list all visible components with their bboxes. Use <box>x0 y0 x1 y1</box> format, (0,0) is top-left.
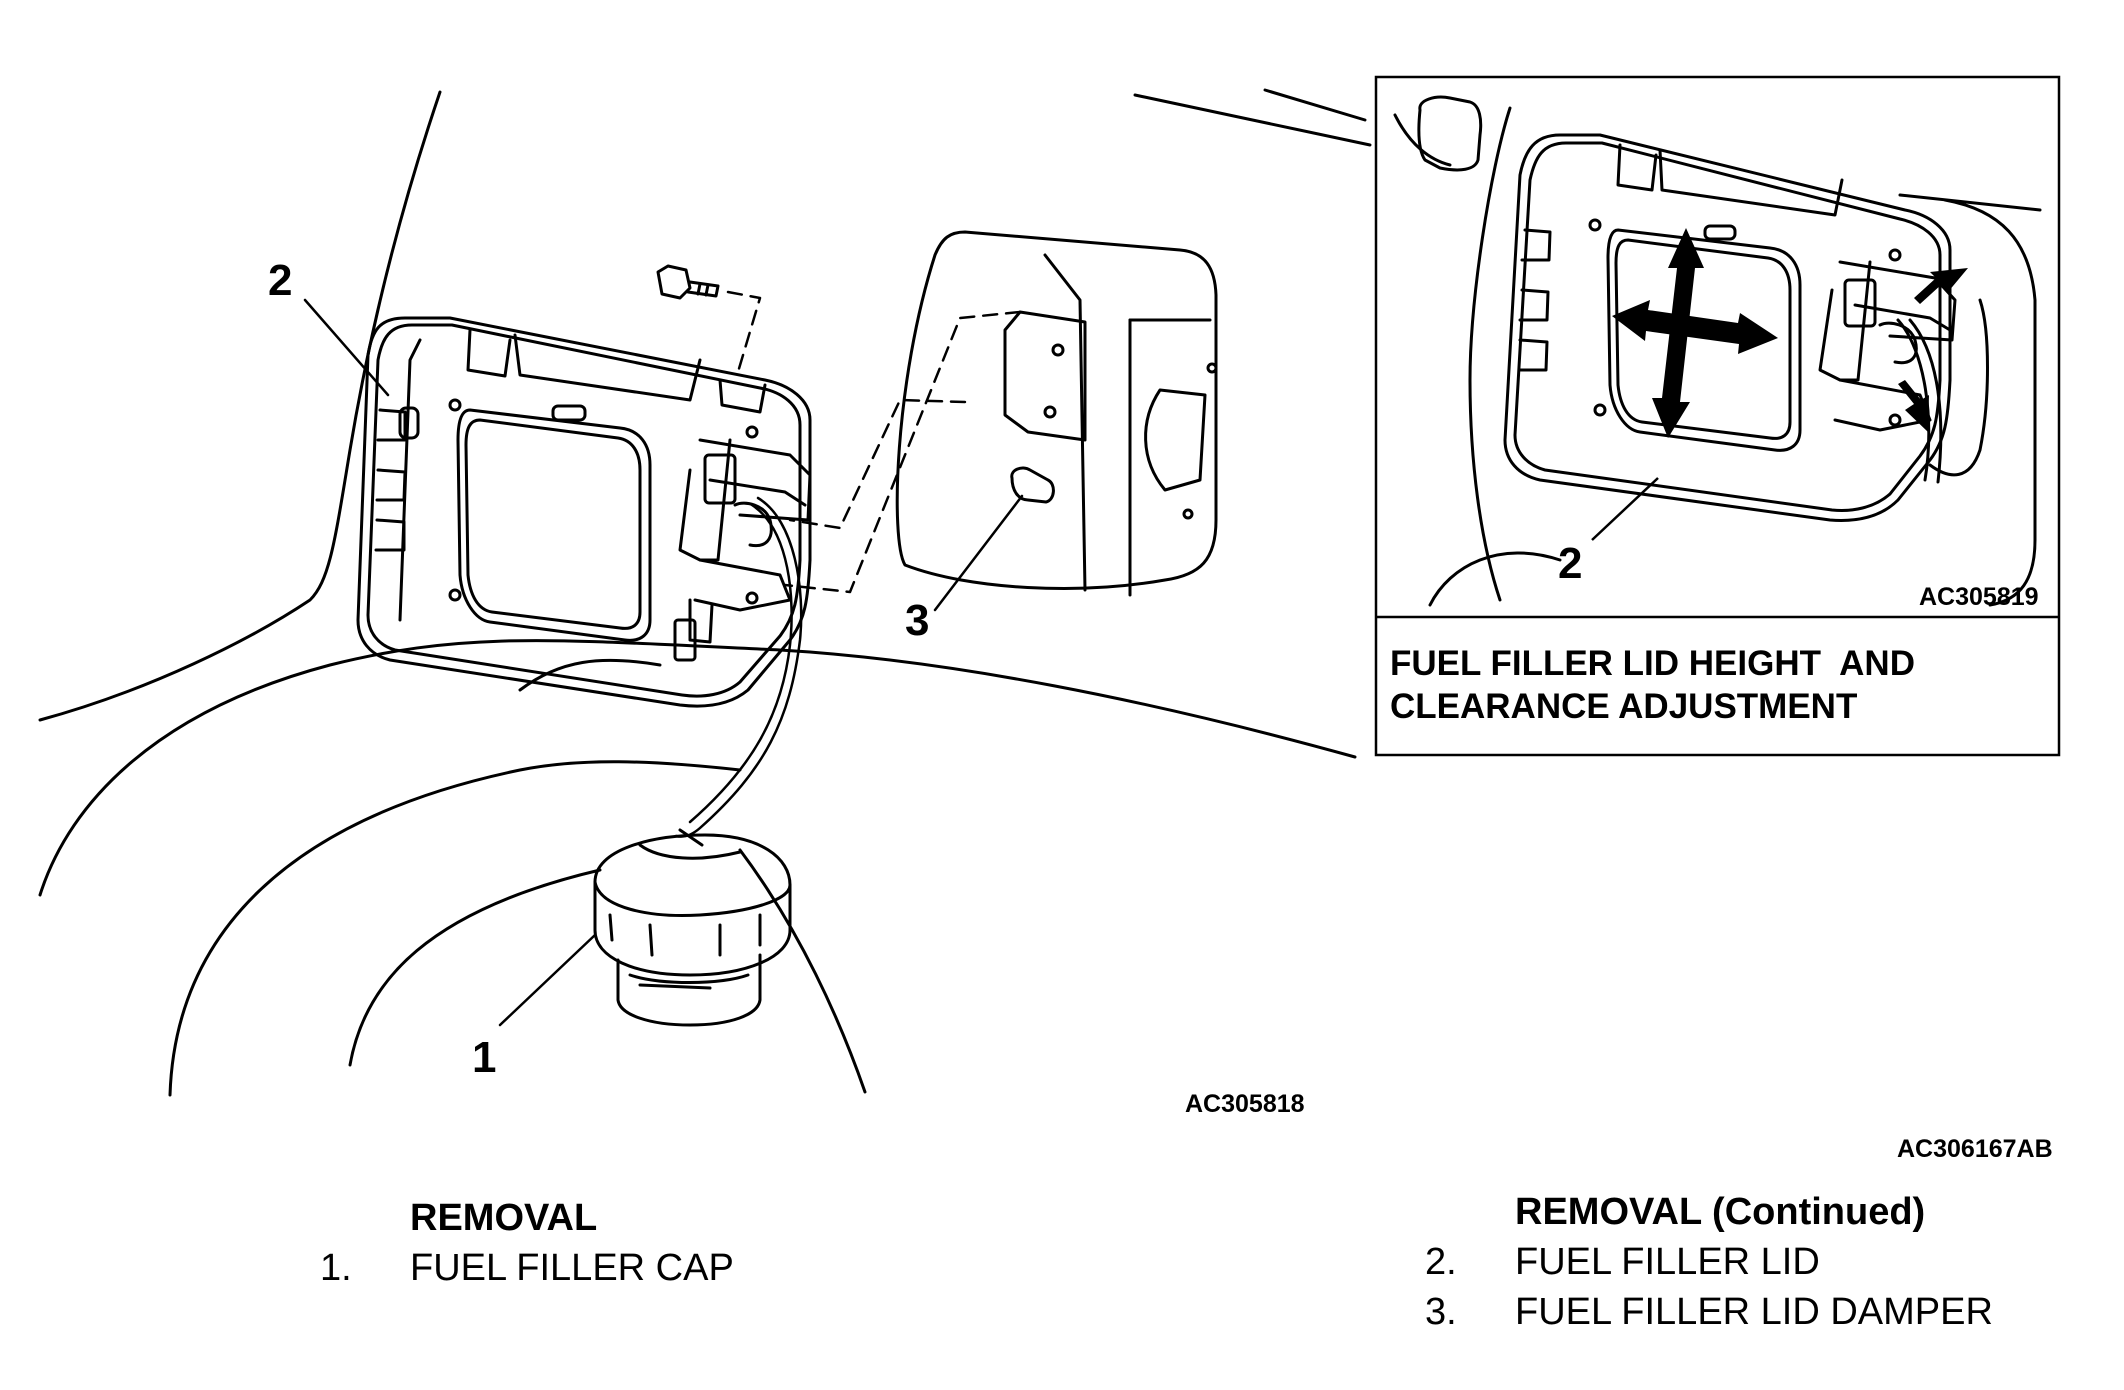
tether-cord <box>674 496 803 838</box>
adjustment-arrows <box>1612 228 1968 438</box>
legend-item-number: 3. <box>1425 1291 1457 1333</box>
body-panel-outline <box>38 88 1372 1097</box>
sheet-code: AC306167AB <box>1897 1135 2053 1163</box>
legend-item-label: FUEL FILLER LID <box>1515 1241 1820 1283</box>
legend-right: REMOVAL (Continued) 2. FUEL FILLER LID 3… <box>1425 1187 1993 1337</box>
legend-item-label: FUEL FILLER CAP <box>410 1247 734 1289</box>
callout-lid: 2 <box>268 256 292 305</box>
legend-right-heading: REMOVAL (Continued) <box>1515 1191 1926 1233</box>
legend-row: 2. FUEL FILLER LID <box>1425 1237 1993 1287</box>
legend-left: REMOVAL 1. FUEL FILLER CAP <box>320 1193 734 1293</box>
callout-damper: 3 <box>905 596 929 645</box>
callout-cap: 1 <box>472 1033 496 1082</box>
legend-item-number: 2. <box>1425 1241 1457 1283</box>
legend-item-number: 1. <box>320 1247 352 1289</box>
legend-row: 3. FUEL FILLER LID DAMPER <box>1425 1287 1993 1337</box>
legend-row: 1. FUEL FILLER CAP <box>320 1243 734 1293</box>
filler-recess <box>895 230 1218 597</box>
inset-title-line2: CLEARANCE ADJUSTMENT <box>1390 687 1857 726</box>
inset-callout-lid: 2 <box>1558 539 1582 588</box>
inset-frame <box>1374 75 2061 757</box>
mounting-bolt <box>656 264 720 300</box>
inset-figure <box>1374 75 2061 757</box>
main-figure-code: AC305818 <box>1185 1090 1305 1118</box>
assembly-lines <box>726 290 1022 594</box>
inset-title-line1: FUEL FILLER LID HEIGHT AND <box>1390 644 1915 683</box>
fuel-filler-lid <box>356 316 812 708</box>
legend-left-heading: REMOVAL <box>410 1197 598 1239</box>
legend-item-label: FUEL FILLER LID DAMPER <box>1515 1291 1993 1333</box>
main-figure <box>38 88 1372 1097</box>
leader-lines <box>303 298 1024 1027</box>
inset-leader-line <box>1591 477 1659 541</box>
inset-figure-code: AC305819 <box>1919 583 2039 611</box>
fuel-filler-cap <box>593 828 792 1027</box>
